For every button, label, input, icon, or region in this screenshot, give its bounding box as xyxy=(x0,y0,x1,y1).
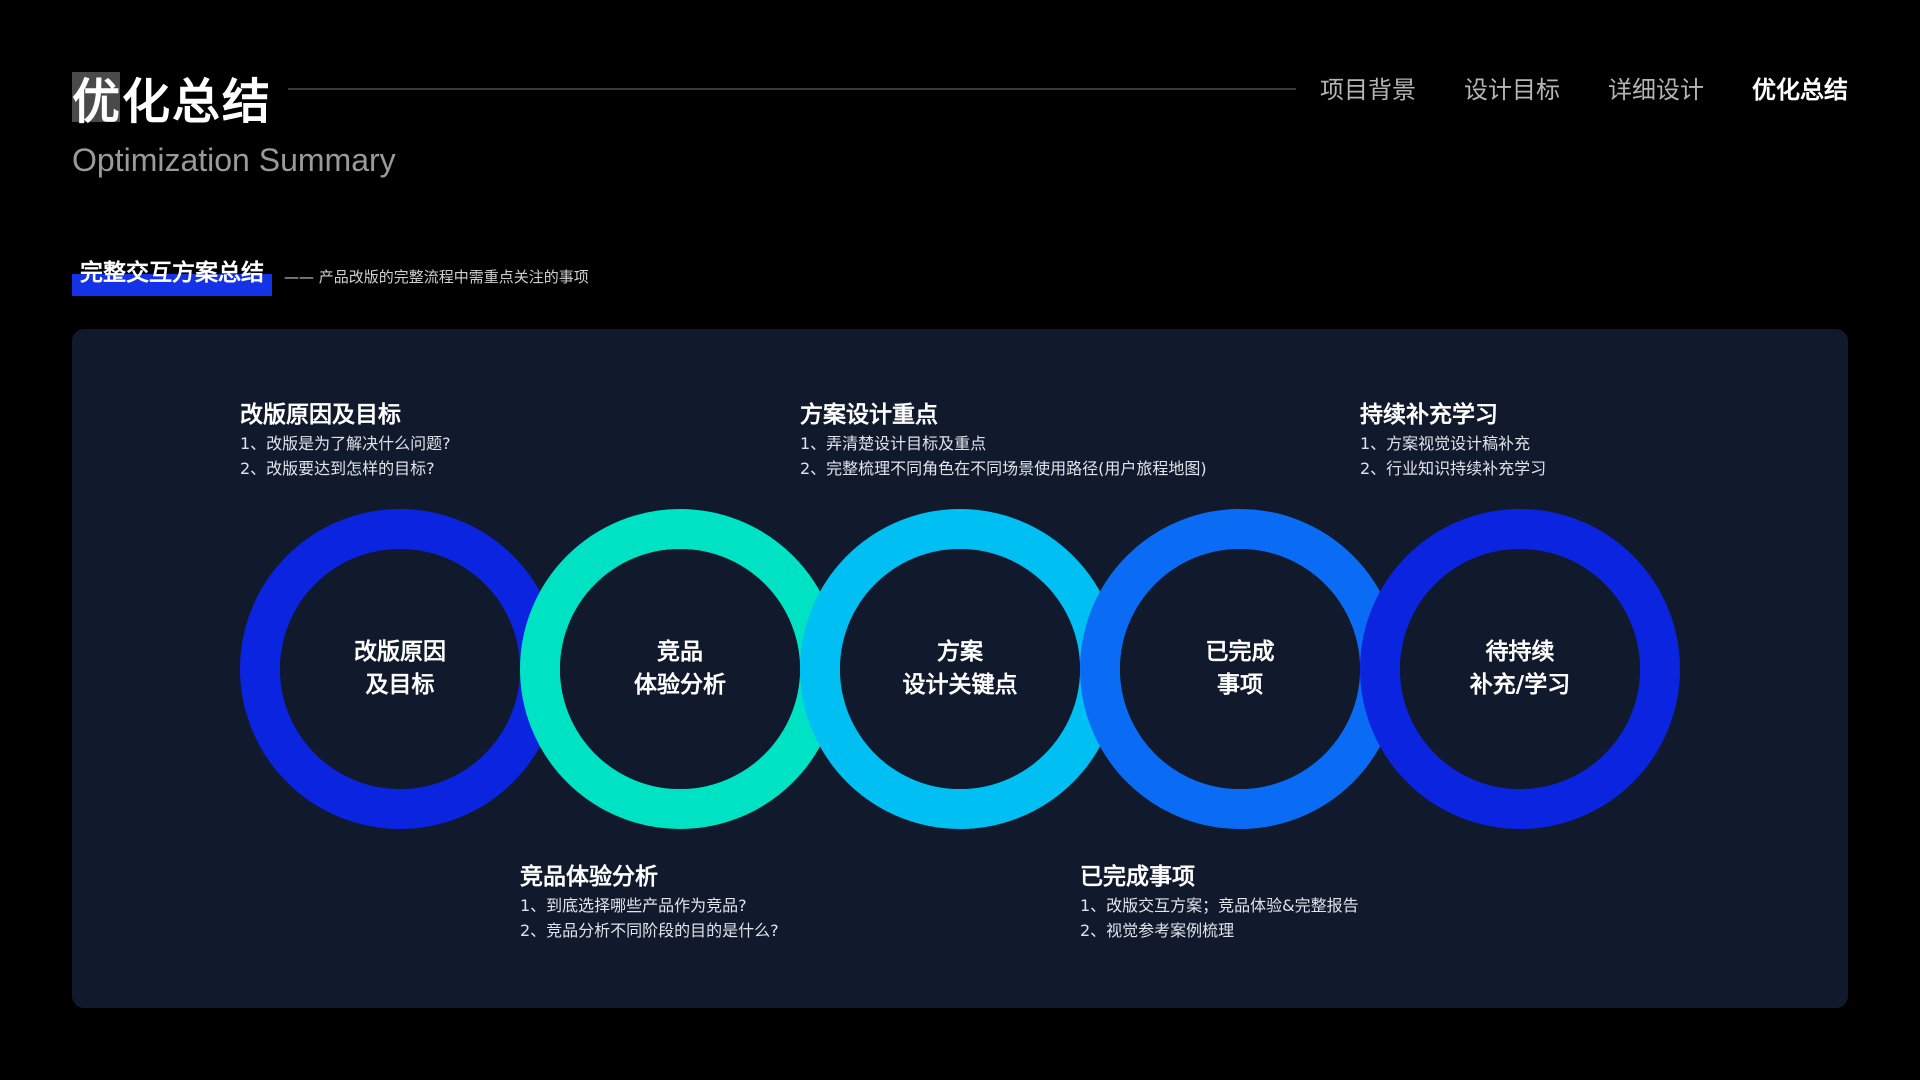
ring-label-line1: 已完成 xyxy=(1205,639,1275,665)
ring-center: 方案 设计关键点 xyxy=(840,549,1080,789)
nav-item-summary[interactable]: 优化总结 xyxy=(1752,76,1848,104)
note-line: 2、竞品分析不同阶段的目的是什么? xyxy=(520,921,779,940)
note-line: 1、弄清楚设计目标及重点 xyxy=(800,434,987,453)
note-competitor-analysis: 竞品体验分析 1、到底选择哪些产品作为竞品? 2、竞品分析不同阶段的目的是什么? xyxy=(520,861,779,943)
note-title: 已完成事项 xyxy=(1080,864,1195,890)
ring-label-line1: 改版原因 xyxy=(354,639,446,665)
page-subtitle: Optimization Summary xyxy=(72,142,396,178)
section-label: 完整交互方案总结 xyxy=(72,258,272,296)
ring-center: 改版原因 及目标 xyxy=(280,549,520,789)
ring-center: 竞品 体验分析 xyxy=(560,549,800,789)
ring-label-line2: 设计关键点 xyxy=(902,672,1018,698)
section-description: —— 产品改版的完整流程中需重点关注的事项 xyxy=(284,268,589,286)
note-line: 1、改版交互方案；竞品体验&完整报告 xyxy=(1080,896,1359,915)
ring-competitor-analysis: 竞品 体验分析 xyxy=(520,509,840,829)
nav-item-goals[interactable]: 设计目标 xyxy=(1464,76,1560,104)
note-title: 方案设计重点 xyxy=(800,402,938,428)
ring-reason-goal: 改版原因 及目标 xyxy=(240,509,560,829)
nav-item-background[interactable]: 项目背景 xyxy=(1320,76,1416,104)
summary-panel: 改版原因及目标 1、改版是为了解决什么问题? 2、改版要达到怎样的目标? 方案设… xyxy=(72,329,1848,1008)
header-divider xyxy=(288,88,1296,90)
ring-pending-learning: 待持续 补充/学习 xyxy=(1360,509,1680,829)
nav-item-detail-design[interactable]: 详细设计 xyxy=(1608,76,1704,104)
note-line: 2、改版要达到怎样的目标? xyxy=(240,459,435,478)
title-accent-block xyxy=(72,72,120,122)
note-title: 持续补充学习 xyxy=(1360,402,1498,428)
ring-label-line1: 竞品 xyxy=(657,639,703,665)
ring-label-line1: 方案 xyxy=(937,639,983,665)
ring-design-key-points: 方案 设计关键点 xyxy=(800,509,1120,829)
note-reason-goal: 改版原因及目标 1、改版是为了解决什么问题? 2、改版要达到怎样的目标? xyxy=(240,399,451,481)
ring-center: 待持续 补充/学习 xyxy=(1400,549,1640,789)
ring-center: 已完成 事项 xyxy=(1120,549,1360,789)
ring-label-line2: 补充/学习 xyxy=(1469,672,1571,698)
note-title: 竞品体验分析 xyxy=(520,864,658,890)
note-line: 2、行业知识持续补充学习 xyxy=(1360,459,1547,478)
note-completed-items: 已完成事项 1、改版交互方案；竞品体验&完整报告 2、视觉参考案例梳理 xyxy=(1080,861,1359,943)
note-title: 改版原因及目标 xyxy=(240,402,401,428)
ring-label-line2: 体验分析 xyxy=(634,672,726,698)
note-design-focus: 方案设计重点 1、弄清楚设计目标及重点 2、完整梳理不同角色在不同场景使用路径(… xyxy=(800,399,1207,481)
ring-label-line1: 待持续 xyxy=(1485,639,1555,665)
note-line: 1、方案视觉设计稿补充 xyxy=(1360,434,1531,453)
page-title: 优化总结 xyxy=(72,74,273,130)
ring-completed-items: 已完成 事项 xyxy=(1080,509,1400,829)
ring-label-line2: 事项 xyxy=(1217,672,1263,698)
note-line: 2、完整梳理不同角色在不同场景使用路径(用户旅程地图) xyxy=(800,459,1207,478)
note-line: 1、到底选择哪些产品作为竞品? xyxy=(520,896,747,915)
ring-label-line2: 及目标 xyxy=(365,672,435,698)
note-line: 1、改版是为了解决什么问题? xyxy=(240,434,451,453)
note-line: 2、视觉参考案例梳理 xyxy=(1080,921,1235,940)
section-tag: 完整交互方案总结 —— 产品改版的完整流程中需重点关注的事项 xyxy=(72,258,589,296)
note-continuous-learning: 持续补充学习 1、方案视觉设计稿补充 2、行业知识持续补充学习 xyxy=(1360,399,1546,481)
top-nav: 项目背景 设计目标 详细设计 优化总结 xyxy=(1320,70,1848,110)
